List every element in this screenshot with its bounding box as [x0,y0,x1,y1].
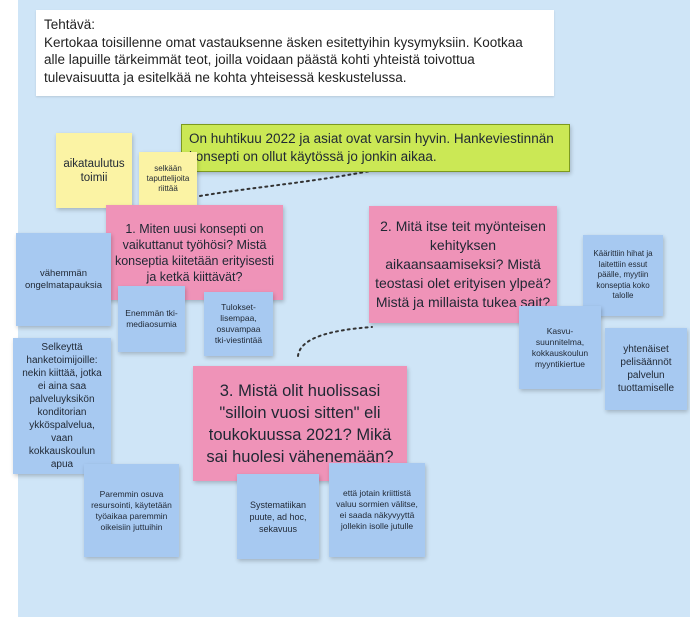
sticky-note-yhtenaiset[interactable]: yhtenäiset pelisäännöt palvelun tuottami… [605,328,687,410]
sticky-note-text: että jotain kriittistä valuu sormien väl… [336,488,418,531]
sticky-note-aikataulutus[interactable]: aikataulutus toimii [56,133,132,208]
context-note[interactable]: On huhtikuu 2022 ja asiat ovat varsin hy… [181,124,570,172]
sticky-note-systematiikan[interactable]: Systematiikan puute, ad hoc, sekavuus [237,474,319,559]
question-2-note[interactable]: 2. Mitä itse teit myönteisen kehityksen … [369,206,557,323]
sticky-note-selkeytta[interactable]: Selkeyttä hanketoimijoille: nekin kiittä… [13,338,111,474]
sticky-note-text: Enemmän tki-mediaosumia [125,308,178,329]
task-instructions: Tehtävä: Kertokaa toisillenne omat vasta… [36,10,554,96]
sticky-note-text: Tulokset-lisempaa, osuvampaa tki-viestin… [214,302,263,345]
sticky-note-text: Käärittiin hihat ja laitettiin essut pää… [593,249,653,301]
sticky-note-kaarittiin[interactable]: Käärittiin hihat ja laitettiin essut pää… [583,235,663,316]
sticky-note-text: Paremmin osuva resursointi, käytetään ty… [91,488,172,532]
sticky-note-kriittista[interactable]: että jotain kriittistä valuu sormien väl… [329,463,425,557]
sticky-note-vahemman[interactable]: vähemmän ongelmatapauksia [16,233,111,326]
sticky-note-text: aikataulutus toimii [63,157,125,184]
question-3-text: 3. Mistä olit huolissasi "silloin vuosi … [206,381,394,466]
sticky-note-text: selkään taputtelijoita riittää [146,164,190,193]
question-2-text: 2. Mitä itse teit myönteisen kehityksen … [375,218,551,310]
sticky-note-text: yhtenäiset pelisäännöt palvelun tuottami… [617,344,675,394]
question-1-text: 1. Miten uusi konsepti on vaikuttanut ty… [114,221,275,284]
sticky-note-text: Kasvu-suunnitelma, kokkauskoulun myyntik… [531,325,589,369]
question-1-note[interactable]: 1. Miten uusi konsepti on vaikuttanut ty… [106,205,283,300]
sticky-note-paremmin[interactable]: Paremmin osuva resursointi, käytetään ty… [84,464,179,557]
sticky-note-text: Selkeyttä hanketoimijoille: nekin kiittä… [22,342,102,470]
context-note-text: On huhtikuu 2022 ja asiat ovat varsin hy… [189,131,554,164]
sticky-note-text: Systematiikan puute, ad hoc, sekavuus [249,499,307,534]
question-3-note[interactable]: 3. Mistä olit huolissasi "silloin vuosi … [193,366,407,481]
sticky-note-selkaan[interactable]: selkään taputtelijoita riittää [139,152,197,206]
sticky-note-text: vähemmän ongelmatapauksia [24,267,103,291]
task-body: Kertokaa toisillenne omat vastauksenne ä… [44,34,523,85]
task-title: Tehtävä: [44,17,96,32]
sticky-note-tulokset[interactable]: Tulokset-lisempaa, osuvampaa tki-viestin… [204,292,273,356]
sticky-note-enemman[interactable]: Enemmän tki-mediaosumia [118,286,185,352]
sticky-note-kasvu[interactable]: Kasvu-suunnitelma, kokkauskoulun myyntik… [519,306,601,389]
